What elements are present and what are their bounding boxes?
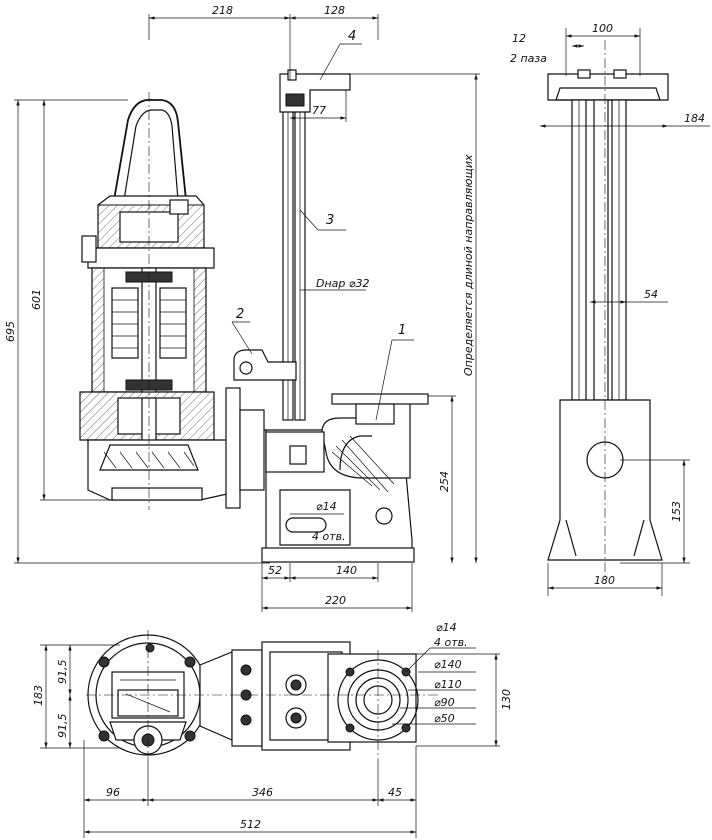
dim-91-5-bottom: 91,5 [56, 714, 69, 739]
flange-dia-50: ⌀50 [434, 712, 455, 725]
dim-220: 220 [325, 594, 346, 607]
front-view-rails-base [233, 69, 429, 563]
flange-dia-90: ⌀90 [434, 696, 455, 709]
dim-601: 601 [30, 289, 43, 310]
dim-184: 184 [684, 112, 705, 125]
dim-guide-diameter: Dнар ⌀32 [316, 277, 370, 290]
plan-view [86, 630, 440, 760]
dim-96: 96 [106, 786, 120, 799]
flange-dia-110: ⌀110 [434, 678, 462, 691]
flange-hole-diameter: ⌀14 [436, 621, 457, 634]
dim-254: 254 [438, 471, 451, 492]
dim-hole-diameter: ⌀14 [316, 500, 337, 513]
flange-dia-140: ⌀140 [434, 658, 462, 671]
callout-2: 2 [236, 307, 244, 322]
dim-12: 12 [512, 32, 526, 45]
flange-dim-130: 130 [500, 689, 513, 710]
dim-52: 52 [268, 564, 282, 577]
dimension-lines [14, 14, 710, 838]
dim-77: 77 [312, 104, 326, 117]
callout-leaders [231, 43, 414, 515]
dim-91-5-top: 91,5 [56, 660, 69, 685]
flange-hole-count: 4 отв. [434, 636, 468, 649]
dim-218: 218 [212, 4, 233, 17]
dim-slots: 2 паза [510, 52, 547, 65]
dim-140: 140 [336, 564, 357, 577]
dim-100: 100 [592, 22, 613, 35]
callout-3: 3 [326, 213, 334, 228]
dim-180: 180 [594, 574, 615, 587]
dim-54: 54 [644, 288, 658, 301]
callout-1: 1 [398, 323, 406, 338]
dim-153: 153 [670, 501, 683, 522]
dim-hole-count: 4 отв. [312, 530, 346, 543]
callout-labels: 1 2 3 4 [236, 29, 406, 338]
dimension-labels: 218 128 77 695 601 Dнар ⌀32 254 ⌀14 4 от… [4, 4, 705, 831]
dim-128: 128 [324, 4, 345, 17]
dim-45: 45 [388, 786, 402, 799]
dim-695: 695 [4, 321, 17, 342]
side-view [547, 40, 669, 580]
dim-183: 183 [32, 685, 45, 706]
dim-346: 346 [252, 786, 273, 799]
front-view-pump [79, 92, 265, 510]
note-guide-length: Определяется длиной направляющих [462, 154, 475, 376]
callout-4: 4 [348, 29, 356, 44]
dim-512: 512 [240, 818, 261, 831]
